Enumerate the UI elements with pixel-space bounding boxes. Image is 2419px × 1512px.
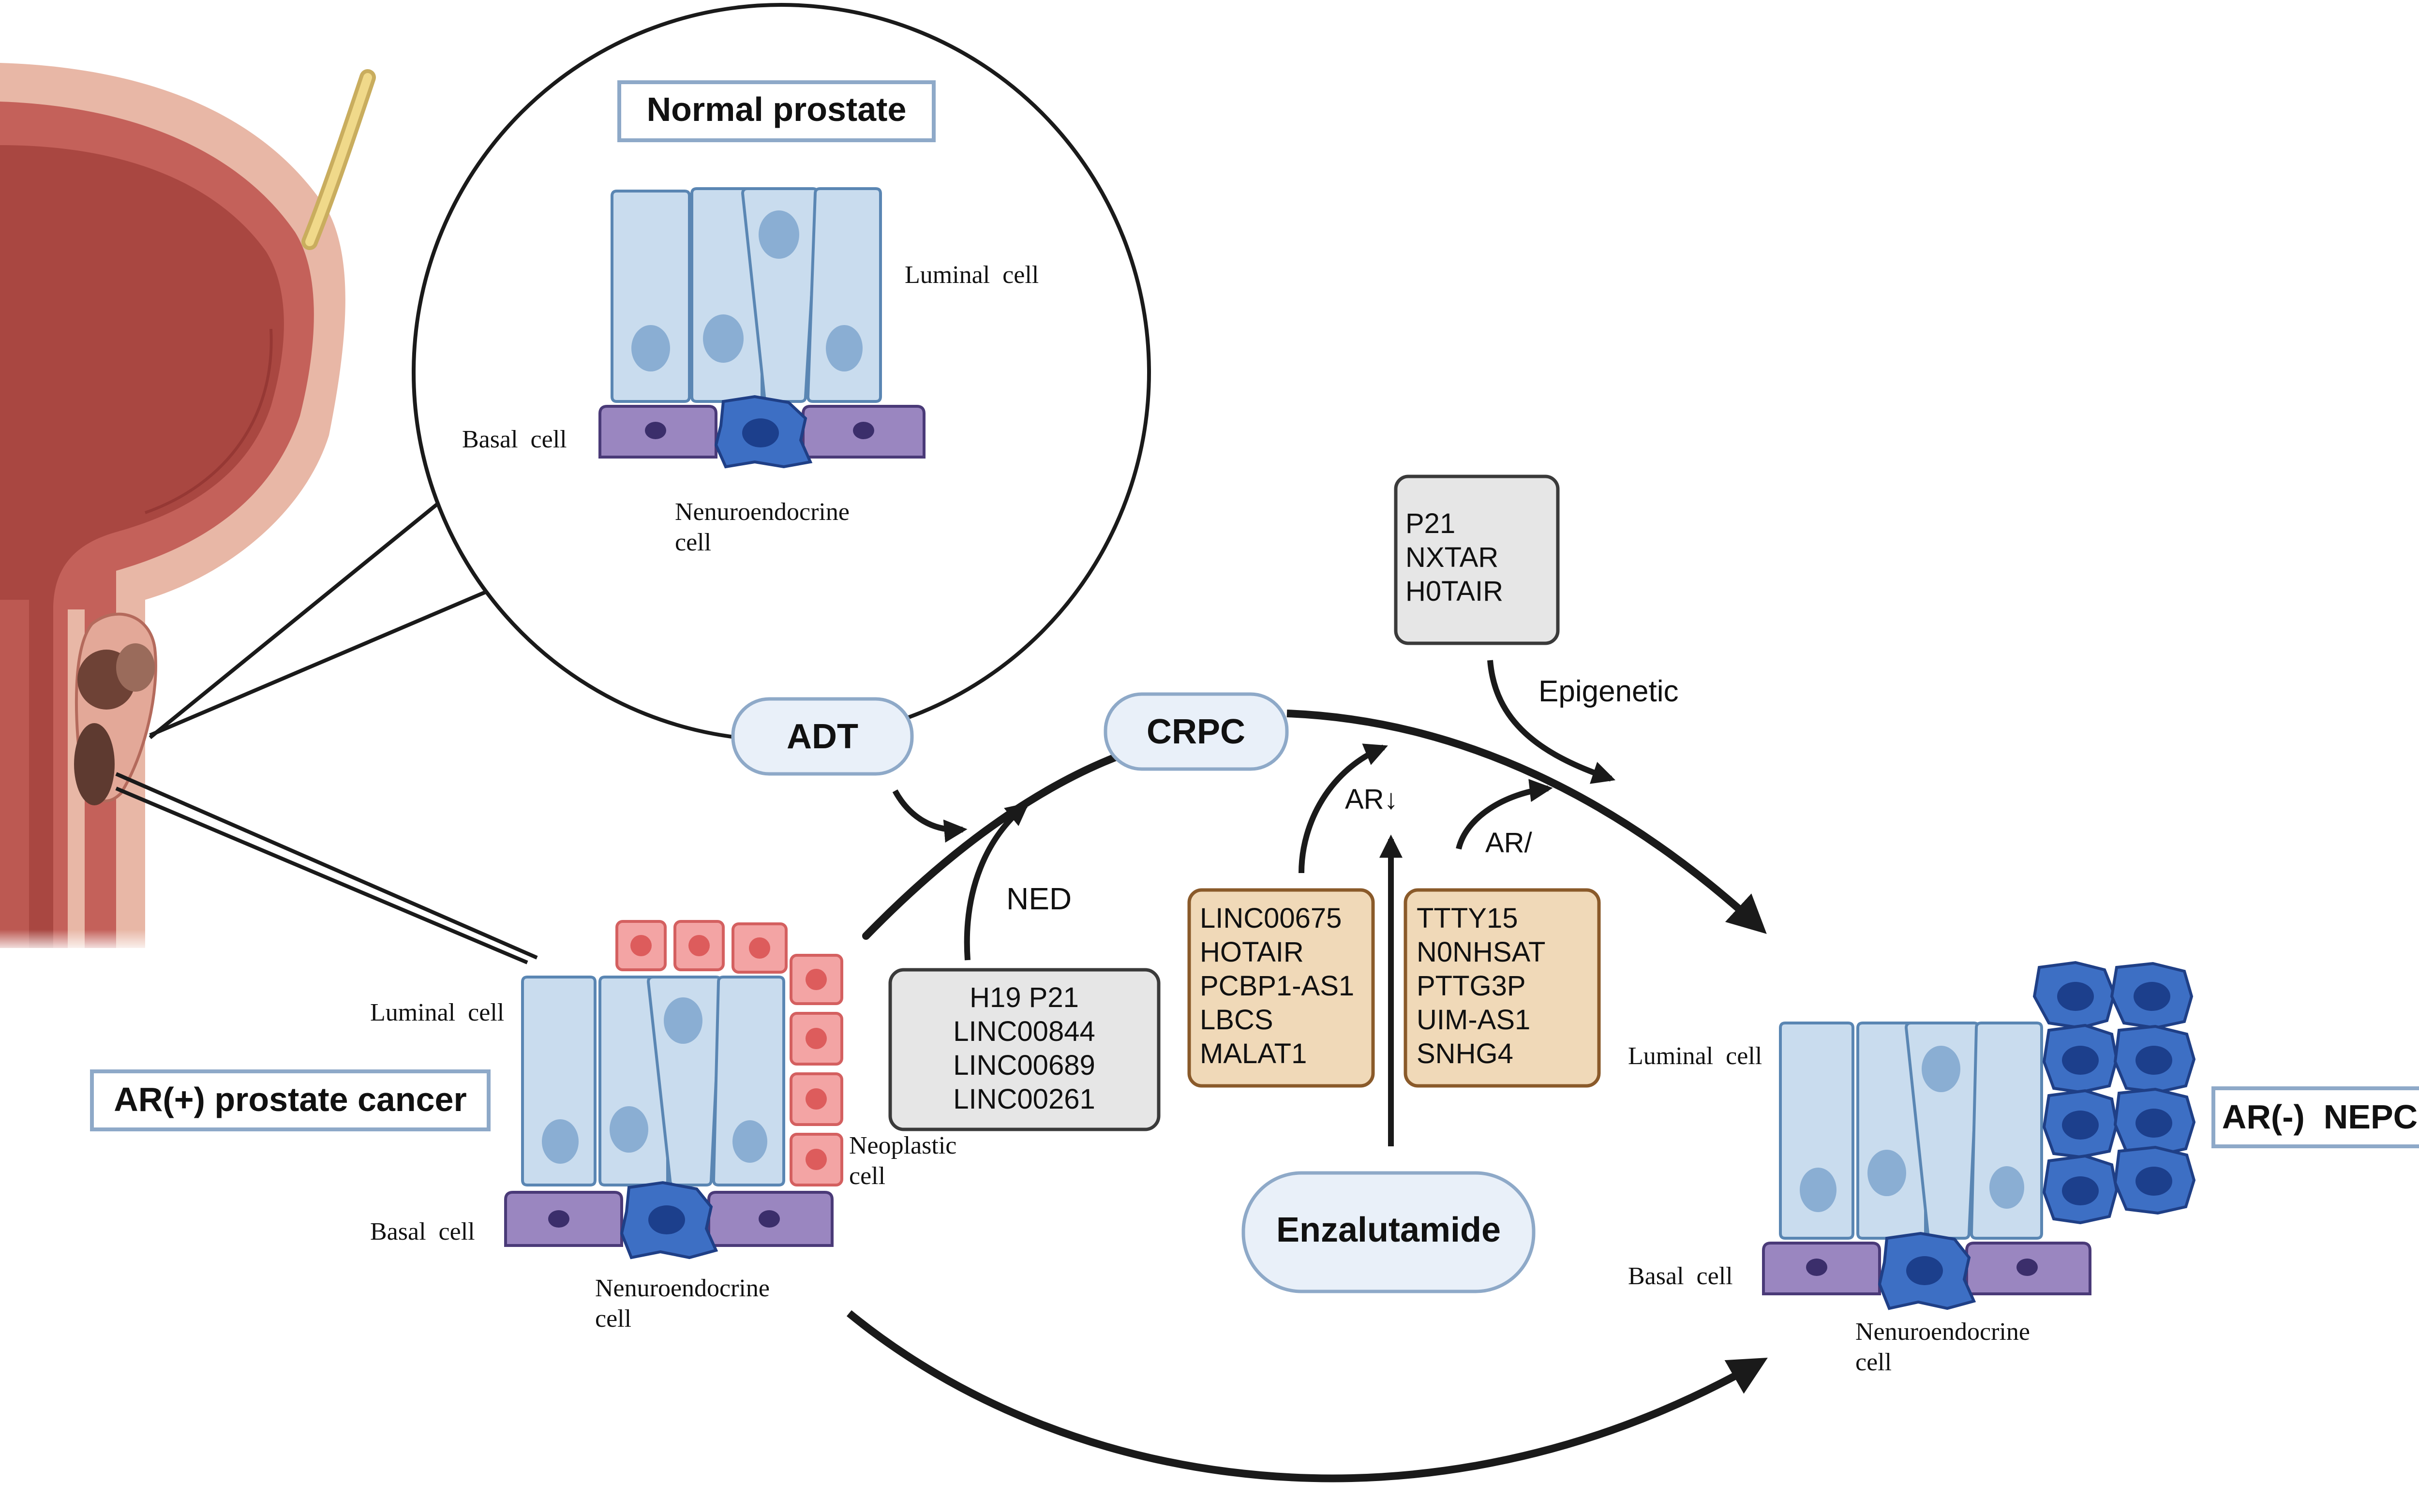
callout-line xyxy=(115,772,538,960)
lncrna-item: PTTG3P xyxy=(1417,970,1526,1002)
lncrna-item: LINC00689 xyxy=(953,1050,1095,1081)
direct-arrow xyxy=(846,1310,1768,1482)
ar-positive-title-box xyxy=(90,1069,491,1131)
neuroendocrine-cell xyxy=(1878,1231,1976,1310)
ne-cell-label-1: Nenuroendocrine xyxy=(675,498,850,526)
ar-negative-group: AR(-) NEPC Luminal cell Basal cell Nenur… xyxy=(1628,961,2419,1376)
lncrna-item: LINC00261 xyxy=(953,1083,1095,1115)
luminal-cell xyxy=(521,976,597,1186)
neuroendocrine-cell xyxy=(2113,1087,2196,1157)
lncrna-item: PCBP1-AS1 xyxy=(1200,970,1354,1002)
lncrna-item: HOTAIR xyxy=(1200,936,1304,968)
ar-positive-group: AR(+) prostate cancer Luminal cell Basal… xyxy=(90,920,956,1333)
neuroendocrine-cell xyxy=(620,1181,718,1260)
ar-down-label: AR↓ xyxy=(1345,784,1398,815)
lncrna-item: SNHG4 xyxy=(1417,1038,1513,1069)
ne-cell-label-1: Nenuroendocrine xyxy=(1855,1318,2030,1346)
luminal-cell xyxy=(1904,1022,1981,1240)
lncrna-item: P21 xyxy=(1405,508,1455,539)
neuroendocrine-cell xyxy=(2042,1023,2119,1094)
luminal-cell xyxy=(1970,1022,2043,1240)
enzalutamide-pill xyxy=(1241,1171,1536,1293)
ar-negative-title: AR(-) NEPC xyxy=(2222,1098,2418,1136)
luminal-cell-label: Luminal cell xyxy=(370,999,504,1026)
neuroendocrine-cell xyxy=(2113,1024,2196,1094)
basal-cell xyxy=(504,1191,623,1247)
normal-prostate-title-box xyxy=(617,80,936,142)
normal-prostate-title: Normal prostate xyxy=(647,90,907,128)
ne-cell-label-2: cell xyxy=(1855,1349,1892,1376)
neuroendocrine-cell xyxy=(2042,1089,2119,1159)
luminal-cell-label: Luminal cell xyxy=(905,261,1039,289)
neoplastic-cell-label-2: cell xyxy=(849,1162,885,1190)
neuroendocrine-cell xyxy=(714,395,813,469)
luminal-cell xyxy=(1779,1022,1854,1240)
bladder-illustration xyxy=(0,63,376,953)
neoplastic-cell-label-1: Neoplastic xyxy=(849,1132,956,1159)
lncrna-item: N0NHSAT xyxy=(1417,936,1545,968)
adt-label: ADT xyxy=(787,717,858,756)
epigenetic-label: Epigenetic xyxy=(1538,675,1679,708)
luminal-cell-label: Luminal cell xyxy=(1628,1042,1762,1070)
lncrna-item: LINC00675 xyxy=(1200,903,1342,934)
ar-positive-title: AR(+) prostate cancer xyxy=(114,1081,466,1118)
progression-arrow xyxy=(862,751,1126,940)
ar-var-lncrna-box: TTTY15 N0NHSAT PTTG3P UIM-AS1 SNHG4 xyxy=(1404,888,1601,1088)
callout-line xyxy=(149,578,514,737)
adt-pill xyxy=(731,697,914,776)
lncrna-item: LINC00844 xyxy=(953,1016,1095,1047)
prostate-tumor-icon xyxy=(74,612,157,805)
adt-arrow xyxy=(892,789,968,843)
basal-cell xyxy=(1965,1242,2091,1295)
lncrna-item: MALAT1 xyxy=(1200,1038,1307,1069)
lncrna-item: LBCS xyxy=(1200,1004,1273,1036)
basal-cell-label: Basal cell xyxy=(370,1218,475,1245)
luminal-cell xyxy=(611,190,691,403)
epigenetic-lncrna-box: P21 NXTAR H0TAIR xyxy=(1394,474,1560,645)
ned-label: NED xyxy=(1006,881,1072,916)
crpc-pill xyxy=(1104,692,1289,771)
luminal-cell xyxy=(598,976,669,1186)
luminal-cell xyxy=(712,976,785,1186)
normal-prostate-group: Normal prostate Luminal cell Basal cell … xyxy=(462,80,1039,556)
ar-var-label: AR/ xyxy=(1485,827,1533,859)
lncrna-item: NXTAR xyxy=(1405,542,1498,573)
ned-lncrna-box: H19 P21 LINC00844 LINC00689 LINC00261 xyxy=(888,968,1161,1131)
ar-down-arrow xyxy=(1299,743,1388,874)
neuroendocrine-cell xyxy=(2110,962,2194,1030)
lncrna-item: H0TAIR xyxy=(1405,576,1503,607)
basal-cell xyxy=(707,1191,834,1247)
basal-cell xyxy=(802,405,926,459)
lncrna-item: H19 P21 xyxy=(970,982,1079,1013)
ned-arrow xyxy=(964,802,1030,961)
callout-line xyxy=(115,786,528,964)
lncrna-item: UIM-AS1 xyxy=(1417,1004,1530,1036)
epigenetic-arrow xyxy=(1487,660,1616,784)
callout-line xyxy=(149,494,449,740)
neuroendocrine-cell xyxy=(2032,961,2116,1030)
basal-cell xyxy=(1762,1242,1881,1295)
ar-negative-title-box xyxy=(2211,1086,2419,1148)
ne-cell-label-1: Nenuroendocrine xyxy=(595,1275,770,1302)
neuroendocrine-cell xyxy=(2042,1154,2119,1225)
ar-var-arrow xyxy=(1456,779,1553,850)
neuroendocrine-cell xyxy=(2113,1145,2196,1215)
lncrna-item: TTTY15 xyxy=(1417,903,1518,934)
ar-down-lncrna-box: LINC00675 HOTAIR PCBP1-AS1 LBCS MALAT1 xyxy=(1187,888,1375,1088)
basal-cell xyxy=(598,405,717,459)
ne-cell-label-2: cell xyxy=(595,1305,631,1333)
crpc-label: CRPC xyxy=(1147,712,1245,751)
luminal-cell xyxy=(806,187,882,403)
basal-cell-label: Basal cell xyxy=(462,426,567,453)
basal-cell-label: Basal cell xyxy=(1628,1262,1733,1290)
enzalutamide-label: Enzalutamide xyxy=(1276,1211,1501,1249)
luminal-cell xyxy=(646,976,723,1186)
ne-cell-label-2: cell xyxy=(675,529,711,556)
